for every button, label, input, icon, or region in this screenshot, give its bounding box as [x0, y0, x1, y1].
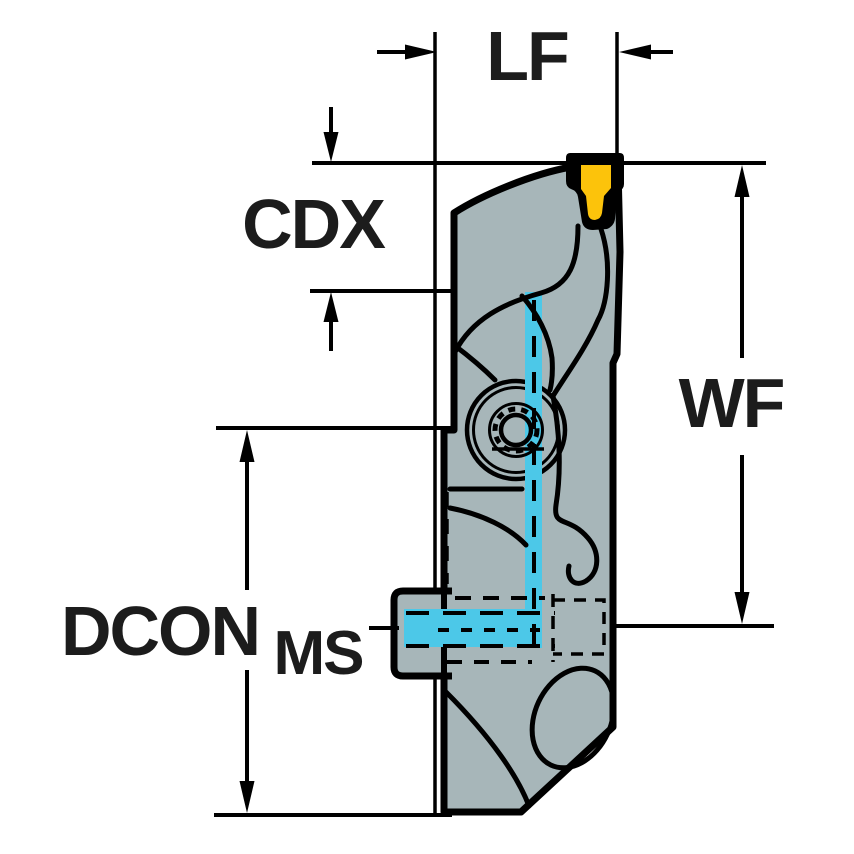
cdx-arrowhead-top	[323, 132, 339, 162]
dimension-ms: MS	[274, 619, 399, 688]
insert	[581, 164, 611, 220]
label-dcon: DCON	[61, 592, 259, 670]
lower-boss-ellipse	[529, 665, 617, 771]
coolant-channel-vertical	[525, 292, 542, 648]
tool-holder-drawing	[390, 32, 624, 816]
screw-hole-thread-outer-circle	[488, 402, 544, 458]
lower-body-curve	[443, 689, 532, 809]
dimension-wf: WF	[614, 165, 786, 628]
dcon-arrowhead-top	[239, 430, 255, 462]
label-lf: LF	[486, 17, 568, 95]
dimension-dcon: DCON	[61, 426, 457, 817]
label-cdx: CDX	[242, 185, 386, 263]
wf-arrowhead-bottom	[734, 592, 750, 624]
blade-clamp-contour	[550, 226, 611, 586]
screw-hole-bore-circle	[498, 412, 534, 448]
bore-end-dashed-step	[553, 598, 606, 656]
ledge-curve	[447, 505, 529, 548]
front-fillet-contour	[451, 342, 498, 383]
insert-seat-contour	[452, 223, 581, 355]
screw-hole-thread-dashed-circle	[492, 406, 540, 454]
label-ms: MS	[274, 619, 363, 688]
wf-arrowhead-top	[734, 165, 750, 197]
cdx-arrowhead-bottom	[323, 292, 339, 322]
lf-arrowhead-left	[405, 44, 437, 60]
coolant-channel-horizontal	[404, 609, 542, 647]
screw-hole-outer-ring	[464, 378, 568, 482]
label-wf: WF	[679, 364, 784, 442]
dimension-lf: LF	[377, 17, 673, 161]
dimensions: LF CDX WF DCON	[61, 17, 786, 817]
lf-arrowhead-right	[619, 44, 651, 60]
dcon-arrowhead-bottom	[239, 781, 255, 813]
dimension-cdx: CDX	[242, 107, 766, 351]
